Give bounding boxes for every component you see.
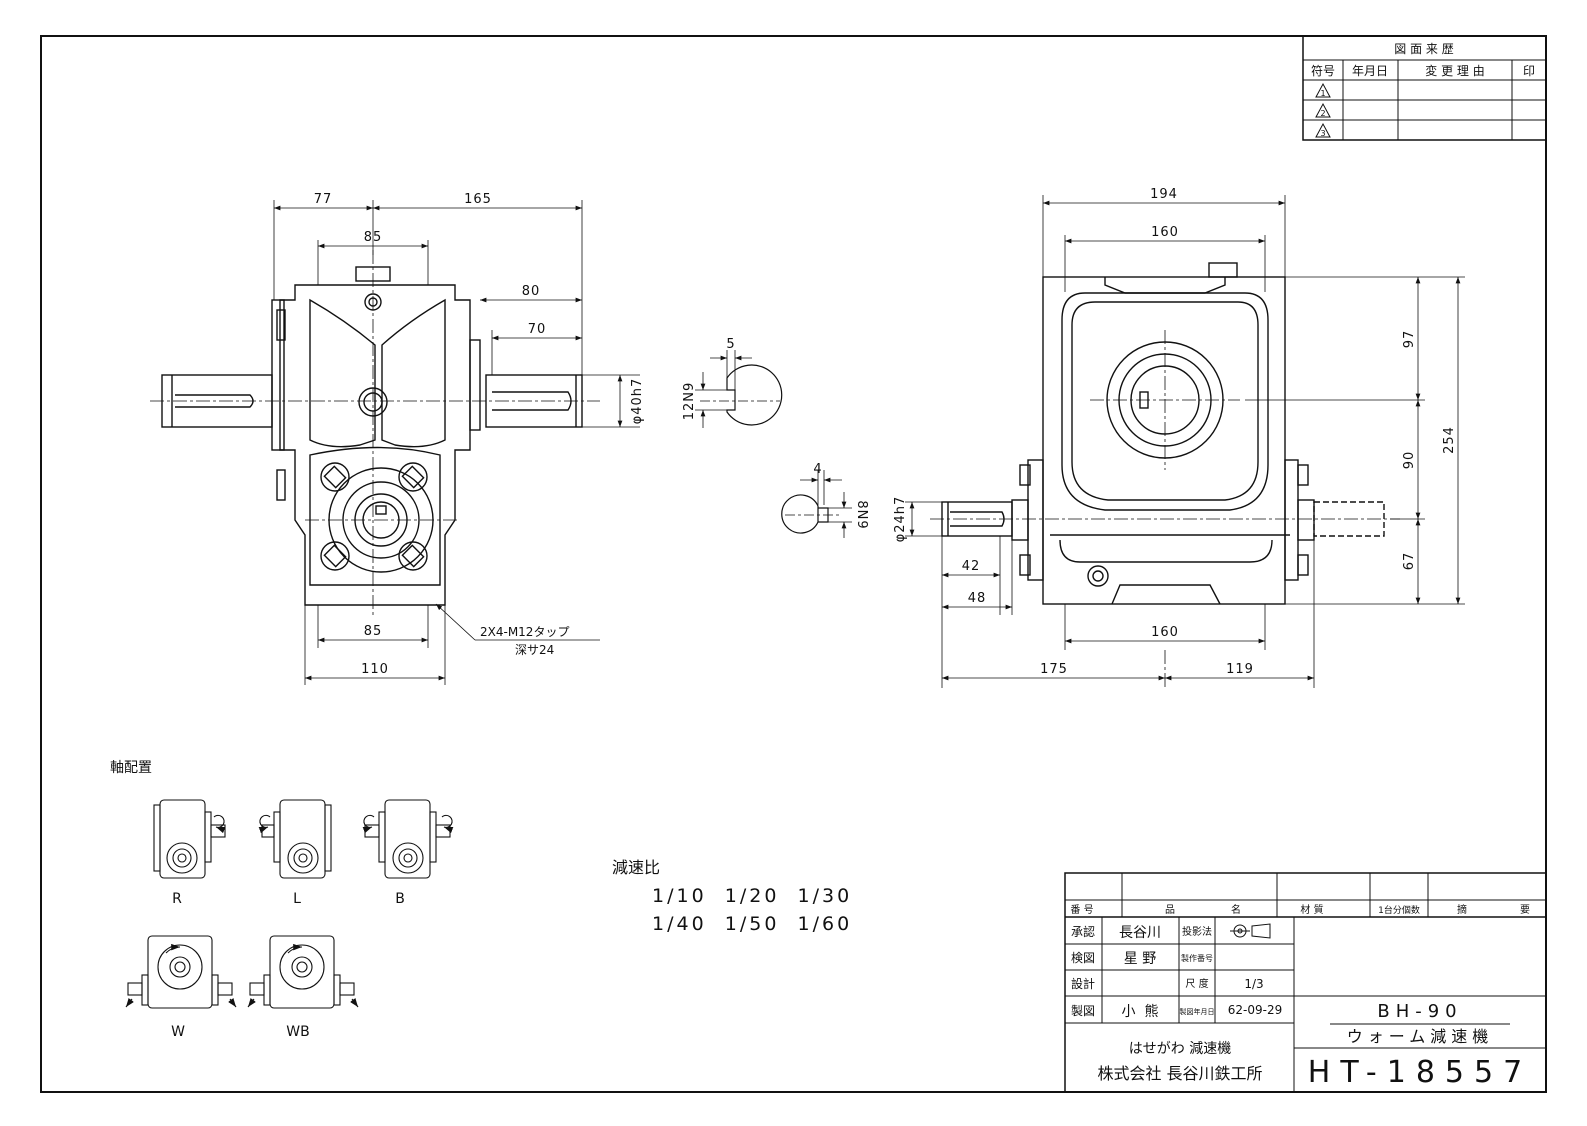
- tb-header-remarks-2: 要: [1520, 904, 1530, 916]
- key-lower-width: 4: [813, 462, 822, 477]
- tb-model: BH-90: [1377, 1001, 1462, 1022]
- tb-drawing-number: HT-18557: [1308, 1055, 1532, 1090]
- tb-header-number: 番 号: [1070, 904, 1093, 916]
- key-upper-width: 5: [726, 337, 735, 352]
- key-lower-height: 8N9: [854, 500, 869, 529]
- tb-check-label: 検図: [1071, 951, 1095, 965]
- tb-date-value: 62-09-29: [1228, 1003, 1282, 1017]
- rev-triangle-2: 2: [1315, 102, 1331, 118]
- arrangement-B-icon: [362, 799, 454, 879]
- reduction-row-2: 1/40 1/50 1/60: [652, 913, 852, 935]
- rev-mark-2: 2: [1320, 109, 1325, 118]
- dim-67: 67: [1402, 552, 1417, 571]
- rev-header-date: 年月日: [1352, 64, 1388, 78]
- dim-194: 194: [1150, 187, 1178, 202]
- key-section-upper: [695, 350, 783, 428]
- tb-projection-label: 投影法: [1182, 925, 1212, 938]
- tb-date-label: 製図年月日: [1180, 1007, 1215, 1016]
- dim-165: 165: [464, 192, 492, 207]
- dim-119: 119: [1226, 662, 1254, 677]
- dim-42: 42: [962, 559, 981, 574]
- tb-check-name: 星 野: [1124, 951, 1156, 967]
- arrangement-B-label: B: [395, 891, 405, 907]
- key-upper-height: 12N9: [682, 382, 697, 421]
- tb-approve-label: 承認: [1071, 924, 1095, 939]
- tb-scale-value: 1/3: [1244, 977, 1263, 991]
- shaft-arrangement-title: 軸配置: [110, 760, 152, 776]
- rev-mark-3: 3: [1320, 129, 1325, 138]
- tb-header-material: 材 質: [1300, 903, 1323, 916]
- rev-header-seal: 印: [1523, 64, 1535, 78]
- dim-77: 77: [314, 192, 333, 207]
- dim-110: 110: [361, 662, 389, 677]
- tb-draw-label: 製図: [1071, 1004, 1095, 1018]
- projection-symbol-icon: [1230, 923, 1271, 939]
- dim-phi40h7: φ40h7: [630, 378, 645, 425]
- arrangement-L-label: L: [293, 891, 301, 907]
- arrangement-R-label: R: [172, 891, 182, 907]
- tb-header-name-1: 品: [1165, 904, 1175, 916]
- dim-85-top: 85: [364, 230, 383, 245]
- dim-90: 90: [1402, 451, 1417, 470]
- revision-title: 図 面 来 歴: [1394, 42, 1453, 56]
- arrangement-WB-label: WB: [286, 1024, 309, 1040]
- front-dimension-lines: [273, 200, 640, 685]
- tb-approve-name: 長谷川: [1119, 925, 1161, 941]
- dim-160-top: 160: [1151, 225, 1179, 240]
- dim-48: 48: [968, 591, 987, 606]
- reduction-row-1: 1/10 1/20 1/30: [652, 885, 852, 907]
- tap-note: 2X4-M12タップ: [480, 625, 569, 639]
- arrangement-icons: [125, 799, 454, 1009]
- side-view: [941, 262, 1385, 605]
- rev-triangle-3: 3: [1315, 122, 1331, 138]
- rev-mark-1: 1: [1320, 89, 1325, 98]
- tb-brand: はせがわ 減速機: [1129, 1040, 1231, 1057]
- side-dimension-lines: [905, 195, 1465, 688]
- dim-85-bottom: 85: [364, 624, 383, 639]
- arrangement-W-icon: [125, 935, 237, 1009]
- key-section-lower: [781, 470, 852, 538]
- dim-phi24h7: φ24h7: [893, 496, 908, 543]
- rev-header-reason: 変 更 理 由: [1425, 63, 1484, 78]
- front-centerlines: [150, 250, 600, 615]
- dim-254: 254: [1442, 426, 1457, 454]
- dim-97: 97: [1402, 330, 1417, 349]
- arrangement-R-icon: [153, 799, 226, 879]
- tb-header-remarks-1: 摘: [1457, 903, 1467, 916]
- tb-header-name-2: 名: [1231, 903, 1241, 916]
- tb-scale-label: 尺 度: [1185, 977, 1208, 990]
- tb-mfg-no-label: 製作番号: [1181, 953, 1213, 963]
- tb-draw-name: 小 熊: [1122, 1004, 1159, 1020]
- rev-header-symbol: 符号: [1311, 63, 1335, 78]
- dim-160-bottom: 160: [1151, 625, 1179, 640]
- tb-product: ウォーム減速機: [1347, 1027, 1494, 1046]
- dim-80: 80: [522, 284, 541, 299]
- dim-70: 70: [528, 322, 547, 337]
- tap-depth: 深サ24: [515, 643, 554, 657]
- side-centerlines: [930, 330, 1400, 690]
- arrangement-L-icon: [258, 799, 332, 879]
- front-view: [161, 266, 583, 606]
- revision-table: [1302, 35, 1547, 141]
- arrangement-W-label: W: [171, 1024, 185, 1040]
- tb-header-qty: 1台分個数: [1378, 904, 1420, 916]
- arrangement-WB-icon: [247, 935, 359, 1009]
- tb-company: 株式会社 長谷川鉄工所: [1097, 1064, 1262, 1083]
- tb-design-label: 設計: [1071, 976, 1095, 991]
- dim-175: 175: [1040, 662, 1068, 677]
- rev-triangle-1: 1: [1315, 82, 1331, 98]
- sheet-border: [40, 35, 1547, 1093]
- title-block: [1064, 872, 1547, 1093]
- reduction-title: 減速比: [612, 858, 660, 877]
